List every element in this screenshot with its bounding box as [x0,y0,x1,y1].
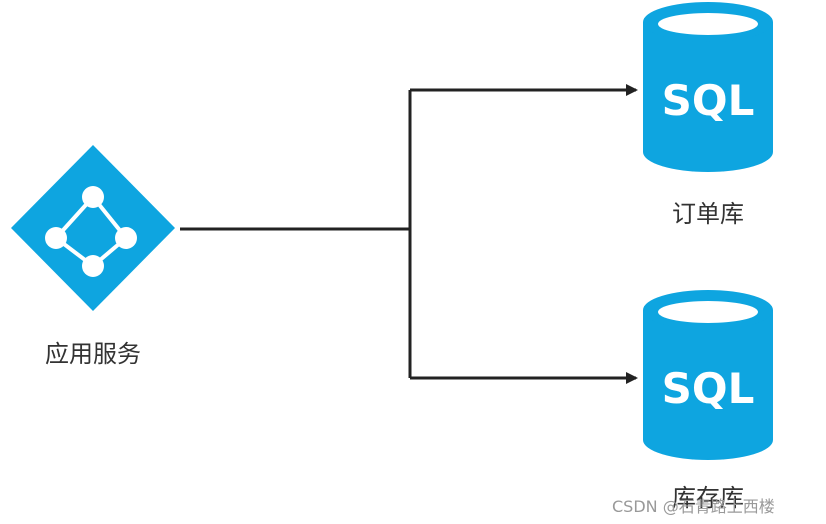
inventory-db-sql-text: SQL [662,364,755,413]
order-db-sql-text: SQL [662,76,755,125]
database-cylinder-icon: SQL [643,290,773,460]
database-cylinder-icon: SQL [643,2,773,172]
app-service-label: 应用服务 [45,340,141,368]
order-db-node[interactable]: SQL 订单库 [643,2,773,228]
app-service-node[interactable]: 应用服务 [11,145,175,368]
inventory-db-node[interactable]: SQL 库存库 [643,290,773,512]
network-nodes-icon [11,145,175,311]
inventory-db-label: 库存库 [672,484,744,512]
csdn-watermark: CSDN @石青路上西楼 [612,497,775,516]
connector-group [180,84,638,384]
order-db-label: 订单库 [672,200,744,228]
